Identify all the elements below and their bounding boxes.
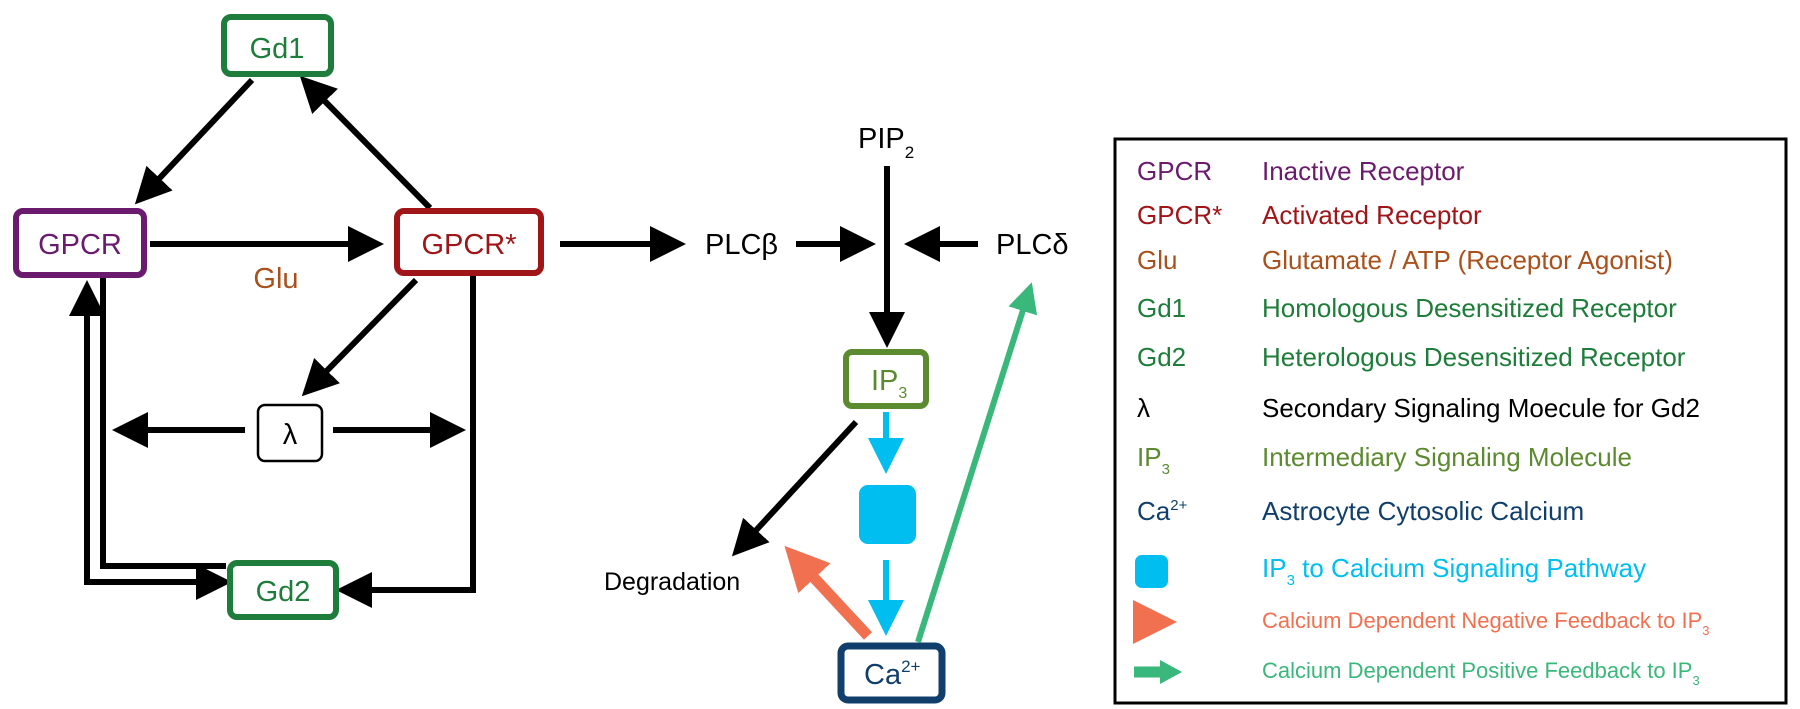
legend-key-gd1: Gd1 <box>1137 293 1186 323</box>
ip3-label: IP3 <box>871 365 907 402</box>
legend-desc-pathway: IP3 to Calcium Signaling Pathway <box>1262 553 1646 589</box>
gd1-box <box>221 14 334 77</box>
arrow-negative-feedback <box>784 545 873 640</box>
legend-desc-gd2: Heterologous Desensitized Receptor <box>1262 342 1686 372</box>
pip2-label: PIP2 <box>858 123 914 162</box>
legend-desc-negative: Calcium Dependent Negative Feedback to I… <box>1262 608 1709 638</box>
legend-box <box>1113 137 1788 705</box>
ip3-box <box>843 349 929 409</box>
lambda-label: λ <box>283 419 298 451</box>
legend-desc-positive: Calcium Dependent Positive Feedback to I… <box>1262 658 1700 688</box>
legend-key-ca: Ca2+ <box>1137 496 1188 526</box>
legend-desc-gpcr-star: Activated Receptor <box>1262 200 1482 230</box>
arrow-gd1-to-gpcr <box>134 77 255 205</box>
legend-keys: GPCR GPCR* Glu Gd1 Gd2 λ IP3 Ca2+ <box>1137 156 1222 526</box>
legend-key-gpcr-star: GPCR* <box>1137 200 1222 230</box>
cyan-square-icon <box>1135 555 1168 588</box>
arrow-gpcr-to-gd2-inner <box>100 278 226 569</box>
gpcr-star-label: GPCR* <box>421 229 516 261</box>
arrow-positive-feedback <box>915 282 1038 643</box>
pathway-square <box>859 485 916 544</box>
legend-descs: Inactive Receptor Activated Receptor Glu… <box>1262 156 1709 688</box>
gpcr-star-box <box>394 208 544 276</box>
gd2-label: Gd2 <box>256 576 311 608</box>
legend-desc-lambda: Secondary Signaling Moecule for Gd2 <box>1262 393 1700 423</box>
green-arrow-head <box>1160 660 1182 684</box>
ca-label: Ca2+ <box>864 657 921 691</box>
legend-desc-ca: Astrocyte Cytosolic Calcium <box>1262 496 1584 526</box>
legend-desc-gpcr: Inactive Receptor <box>1262 156 1465 186</box>
gpcr-box <box>13 208 147 278</box>
ca-box <box>837 642 946 704</box>
plcb-label: PLCβ <box>705 229 778 261</box>
gd2-box <box>227 560 339 620</box>
legend-key-gd2: Gd2 <box>1137 342 1186 372</box>
arrow-gpcrstar-to-lambda <box>301 277 419 397</box>
gpcr-label: GPCR <box>38 229 122 261</box>
plcd-label: PLCδ <box>996 229 1069 261</box>
legend-key-lambda: λ <box>1137 393 1150 423</box>
arrow-gpcrstar-to-gd1 <box>299 75 433 211</box>
legend-key-glu: Glu <box>1137 245 1177 275</box>
legend-desc-ip3: Intermediary Signaling Molecule <box>1262 442 1632 472</box>
arrow-gpcrstar-to-gd2 <box>336 276 476 608</box>
legend-key-gpcr: GPCR <box>1137 156 1212 186</box>
lambda-box <box>256 403 324 463</box>
arrow-gpcr-to-gd2-outer <box>84 286 232 600</box>
arrow-ip3-to-degradation <box>731 419 859 557</box>
glu-label: Glu <box>253 263 298 295</box>
degradation-label: Degradation <box>604 568 740 596</box>
gd1-label: Gd1 <box>250 33 305 65</box>
legend-desc-glu: Glutamate / ATP (Receptor Agonist) <box>1262 245 1673 275</box>
legend-desc-gd1: Homologous Desensitized Receptor <box>1262 293 1677 323</box>
legend-key-ip3: IP3 <box>1137 442 1170 478</box>
